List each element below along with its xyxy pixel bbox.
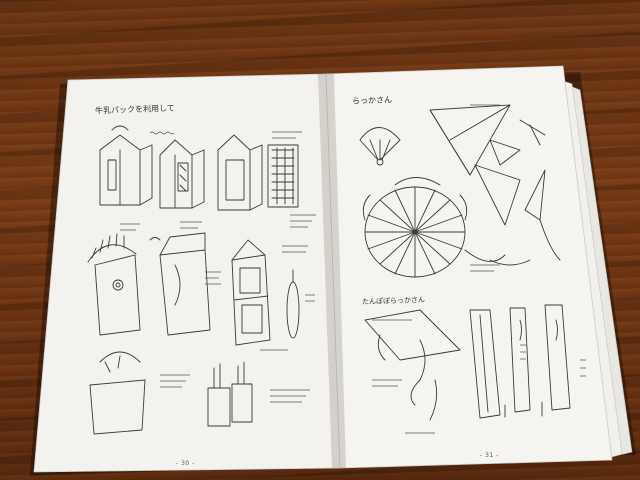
- ring-sketch: [286, 269, 300, 339]
- right-page-title: らっかさん: [351, 95, 393, 106]
- strip-sketches: [469, 304, 571, 419]
- roof-birdhouse-sketch: [87, 233, 141, 336]
- birdhouse-sketch-3: [217, 134, 263, 211]
- parachute-small-sketch: [359, 127, 401, 166]
- parachute-canopy-sketch: [362, 177, 506, 278]
- handwritten-notes: [120, 104, 586, 434]
- left-page-number: - 30 -: [176, 460, 195, 467]
- cone-sketch: [489, 169, 561, 266]
- open-box-sketch: [149, 232, 211, 336]
- right-page: [325, 65, 613, 469]
- birdhouse-sketch-2: [159, 139, 205, 209]
- carton-frame-sketch: [231, 239, 271, 346]
- birdhouse-sketch-1: [99, 125, 153, 206]
- birdhouse-sketch-4: [267, 144, 299, 208]
- dandelion-parachute-sketch: [364, 309, 461, 421]
- pencil-stand-sketch: [207, 361, 253, 427]
- folded-paper-sketch: [429, 104, 546, 226]
- left-page: [33, 73, 341, 473]
- right-page-number: - 31 -: [480, 452, 499, 459]
- flower-basket-sketch: [89, 351, 146, 435]
